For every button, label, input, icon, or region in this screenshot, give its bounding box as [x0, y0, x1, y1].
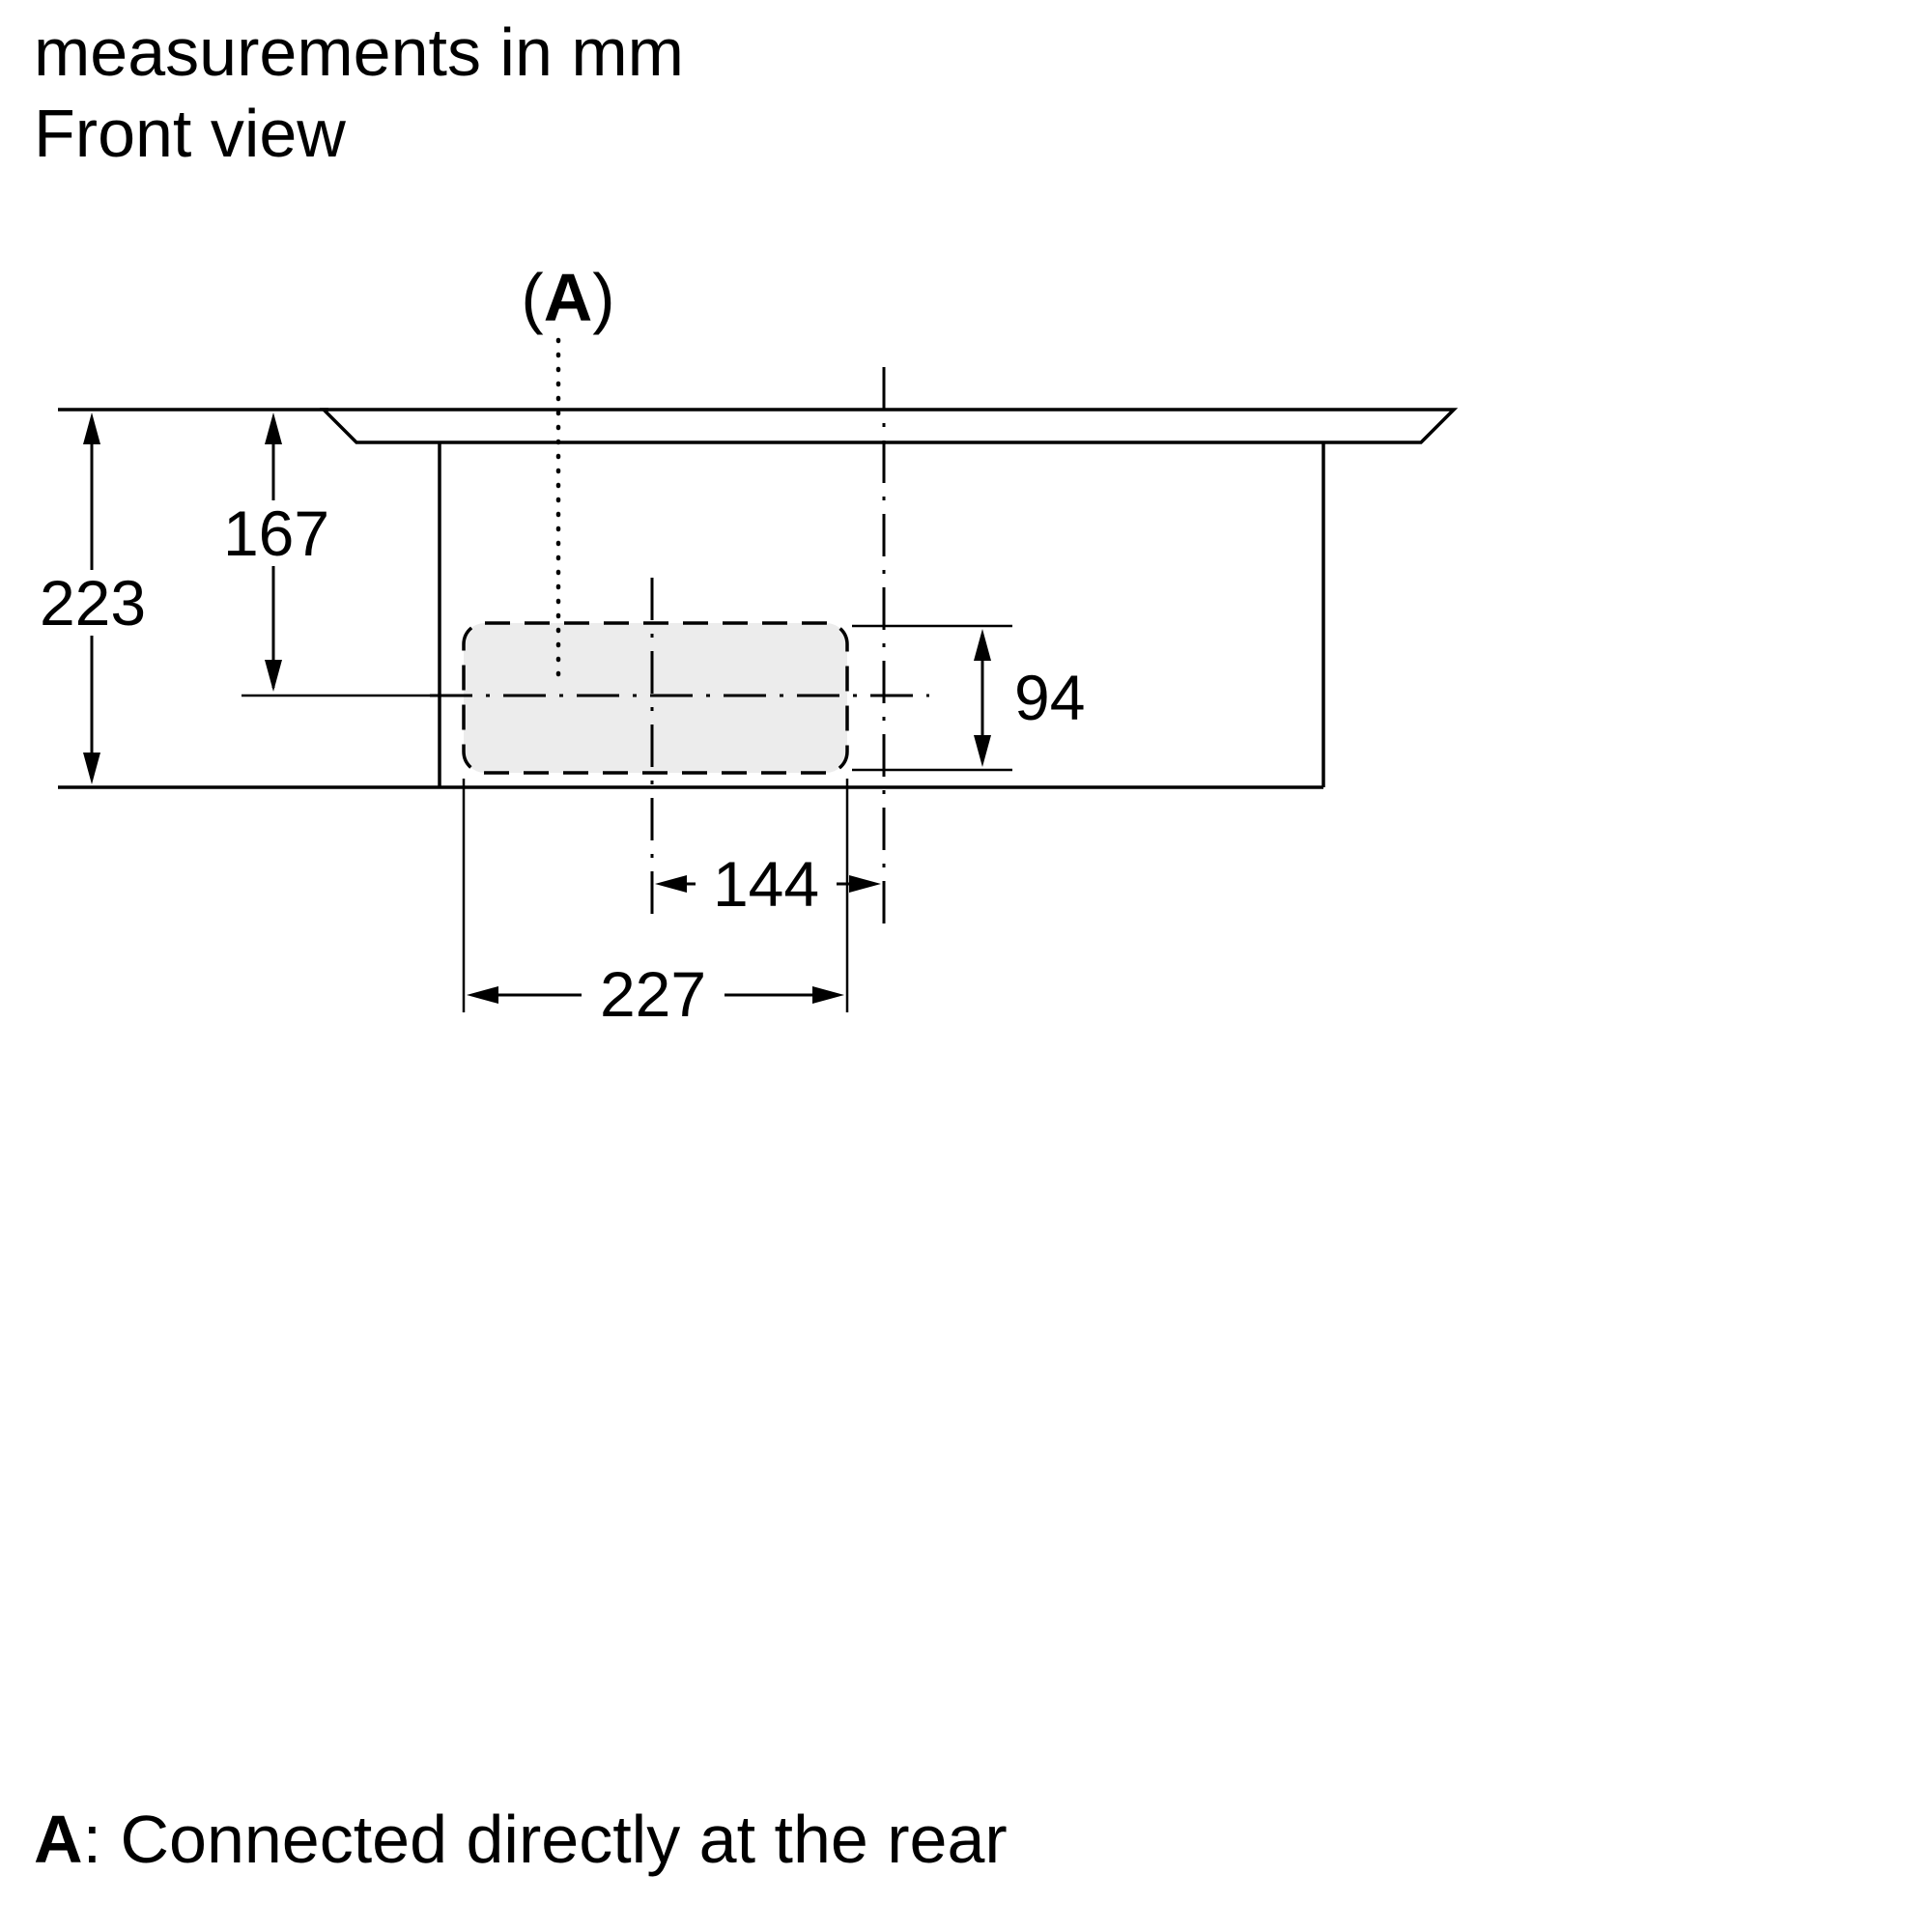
appliance-body	[58, 442, 1325, 789]
callout-a: (A)	[521, 260, 615, 691]
dim-94-arrow-up	[974, 629, 991, 661]
dim-167-arrow-up	[265, 412, 282, 444]
title-view: Front view	[34, 96, 346, 171]
centerlines	[242, 367, 929, 925]
title-block: measurements in mm Front view	[34, 14, 684, 171]
title-units: measurements in mm	[34, 14, 684, 90]
dim-surface-to-centerline: 167	[218, 412, 334, 692]
dim-223-arrow-down	[83, 753, 100, 784]
callout-label: (A)	[521, 260, 614, 335]
dim-167-label-bg	[218, 500, 334, 566]
dim-227-arrow-left	[467, 986, 498, 1004]
dim-144-label-bg	[696, 852, 837, 916]
dim-94-label: 94	[1014, 662, 1085, 733]
dim-144-arrow-left	[655, 875, 687, 893]
callout-letter: A	[544, 260, 593, 335]
dim-167-arrow-down	[265, 660, 282, 692]
duct-opening	[462, 621, 849, 775]
callout-close-paren: )	[592, 260, 614, 335]
dim-223-arrow-up	[83, 412, 100, 444]
footnote-letter: A	[34, 1802, 83, 1877]
dim-223-label: 223	[40, 567, 146, 639]
dim-144-arrow-right	[849, 875, 881, 893]
footnote-block: A: Connected directly at the rear	[34, 1802, 1008, 1877]
body-outline	[438, 442, 1325, 787]
callout-open-paren: (	[521, 260, 543, 335]
dim-223-label-bg	[35, 570, 151, 636]
dim-227-label: 227	[600, 958, 706, 1030]
footnote-text: : Connected directly at the rear	[83, 1802, 1008, 1877]
dim-227-arrow-right	[812, 986, 844, 1004]
duct-opening-rect	[462, 621, 849, 775]
footnote: A: Connected directly at the rear	[34, 1802, 1008, 1877]
dim-144-label: 144	[713, 848, 819, 920]
cooktop-plate	[58, 408, 1459, 444]
dim-centerline-to-rear: 144	[655, 848, 881, 920]
plate-outline	[319, 408, 1459, 444]
dim-167-label: 167	[223, 497, 329, 569]
dim-total-height: 223	[35, 412, 151, 784]
dim-opening-width: 227	[462, 779, 849, 1030]
dim-opening-height: 94	[852, 624, 1085, 772]
dim-227-label-bg	[582, 962, 724, 1026]
dim-94-arrow-down	[974, 735, 991, 767]
